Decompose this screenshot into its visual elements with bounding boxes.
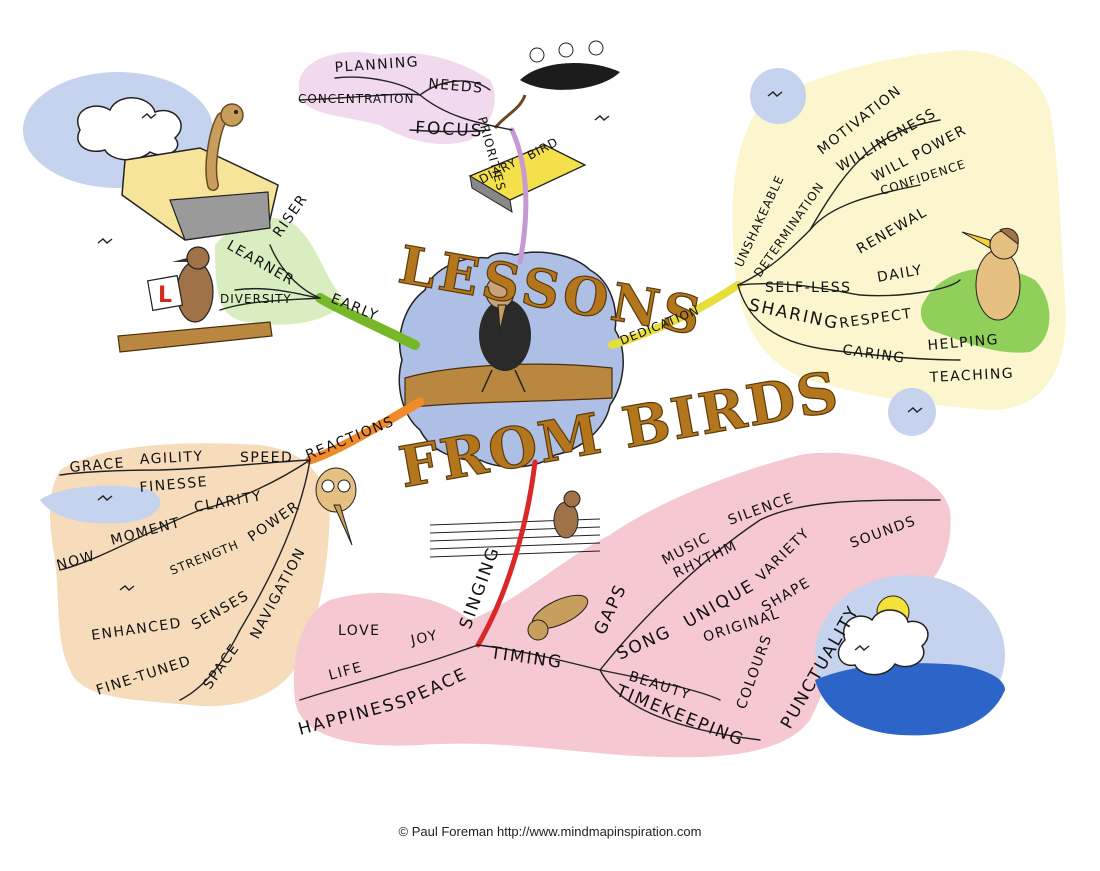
falling-bird-icon	[527, 594, 589, 641]
hub-bird-icon	[479, 275, 531, 393]
perch-branch-left	[117, 321, 273, 353]
hub-perch	[404, 363, 613, 409]
flying-bird-marks	[97, 91, 923, 651]
label-helping: HELPING	[927, 332, 1000, 354]
label-concentration: CONCENTRATION	[298, 92, 415, 106]
book-icon	[121, 147, 279, 241]
learner-bird-icon: L	[146, 246, 214, 323]
priorities-region	[298, 51, 495, 145]
bird-face-icon	[315, 467, 357, 546]
sky-circle-bottom-right	[888, 388, 936, 436]
label-speed: SPEED	[240, 450, 293, 466]
singing-branch	[475, 459, 538, 648]
songbird-icon	[553, 490, 581, 539]
background-regions	[23, 50, 1066, 758]
cloud-icon	[77, 97, 182, 161]
nest-icon	[493, 40, 620, 129]
dedication-branch	[608, 281, 742, 349]
l-plate-label: L	[158, 283, 172, 308]
label-diversity: DIVERSITY	[220, 292, 292, 306]
label-grace: GRACE	[69, 455, 126, 476]
reactions-branch	[305, 397, 425, 465]
capped-bird-icon	[961, 227, 1021, 321]
priorities-branch	[509, 127, 529, 265]
label-agility: AGILITY	[139, 449, 204, 468]
label-daily: DAILY	[876, 262, 924, 286]
label-self-less: SELF-LESS	[765, 280, 852, 296]
copyright-credit: © Paul Foreman http://www.mindmapinspira…	[398, 824, 702, 839]
sea-water	[815, 663, 1005, 736]
label-finesse: FINESSE	[139, 474, 209, 496]
early-branch	[315, 293, 420, 350]
worm-icon	[205, 103, 244, 191]
label-teaching: TEACHING	[928, 366, 1014, 386]
label-planning: PLANNING	[334, 54, 419, 76]
main-branches	[305, 127, 742, 648]
cloud-icon-right	[837, 609, 929, 676]
central-hub	[398, 251, 624, 468]
singing-region	[293, 452, 951, 758]
illustrations: L BIRD DIARY	[77, 40, 1021, 676]
label-needs: NEEDS	[428, 76, 485, 97]
label-reactions: REACTIONS	[304, 414, 397, 464]
sub-branches	[59, 76, 961, 741]
sky-patch-left	[40, 485, 161, 524]
label-joy: JOY	[409, 628, 440, 650]
label-love: LOVE	[338, 623, 381, 639]
label-focus: FOCUS	[415, 118, 484, 142]
